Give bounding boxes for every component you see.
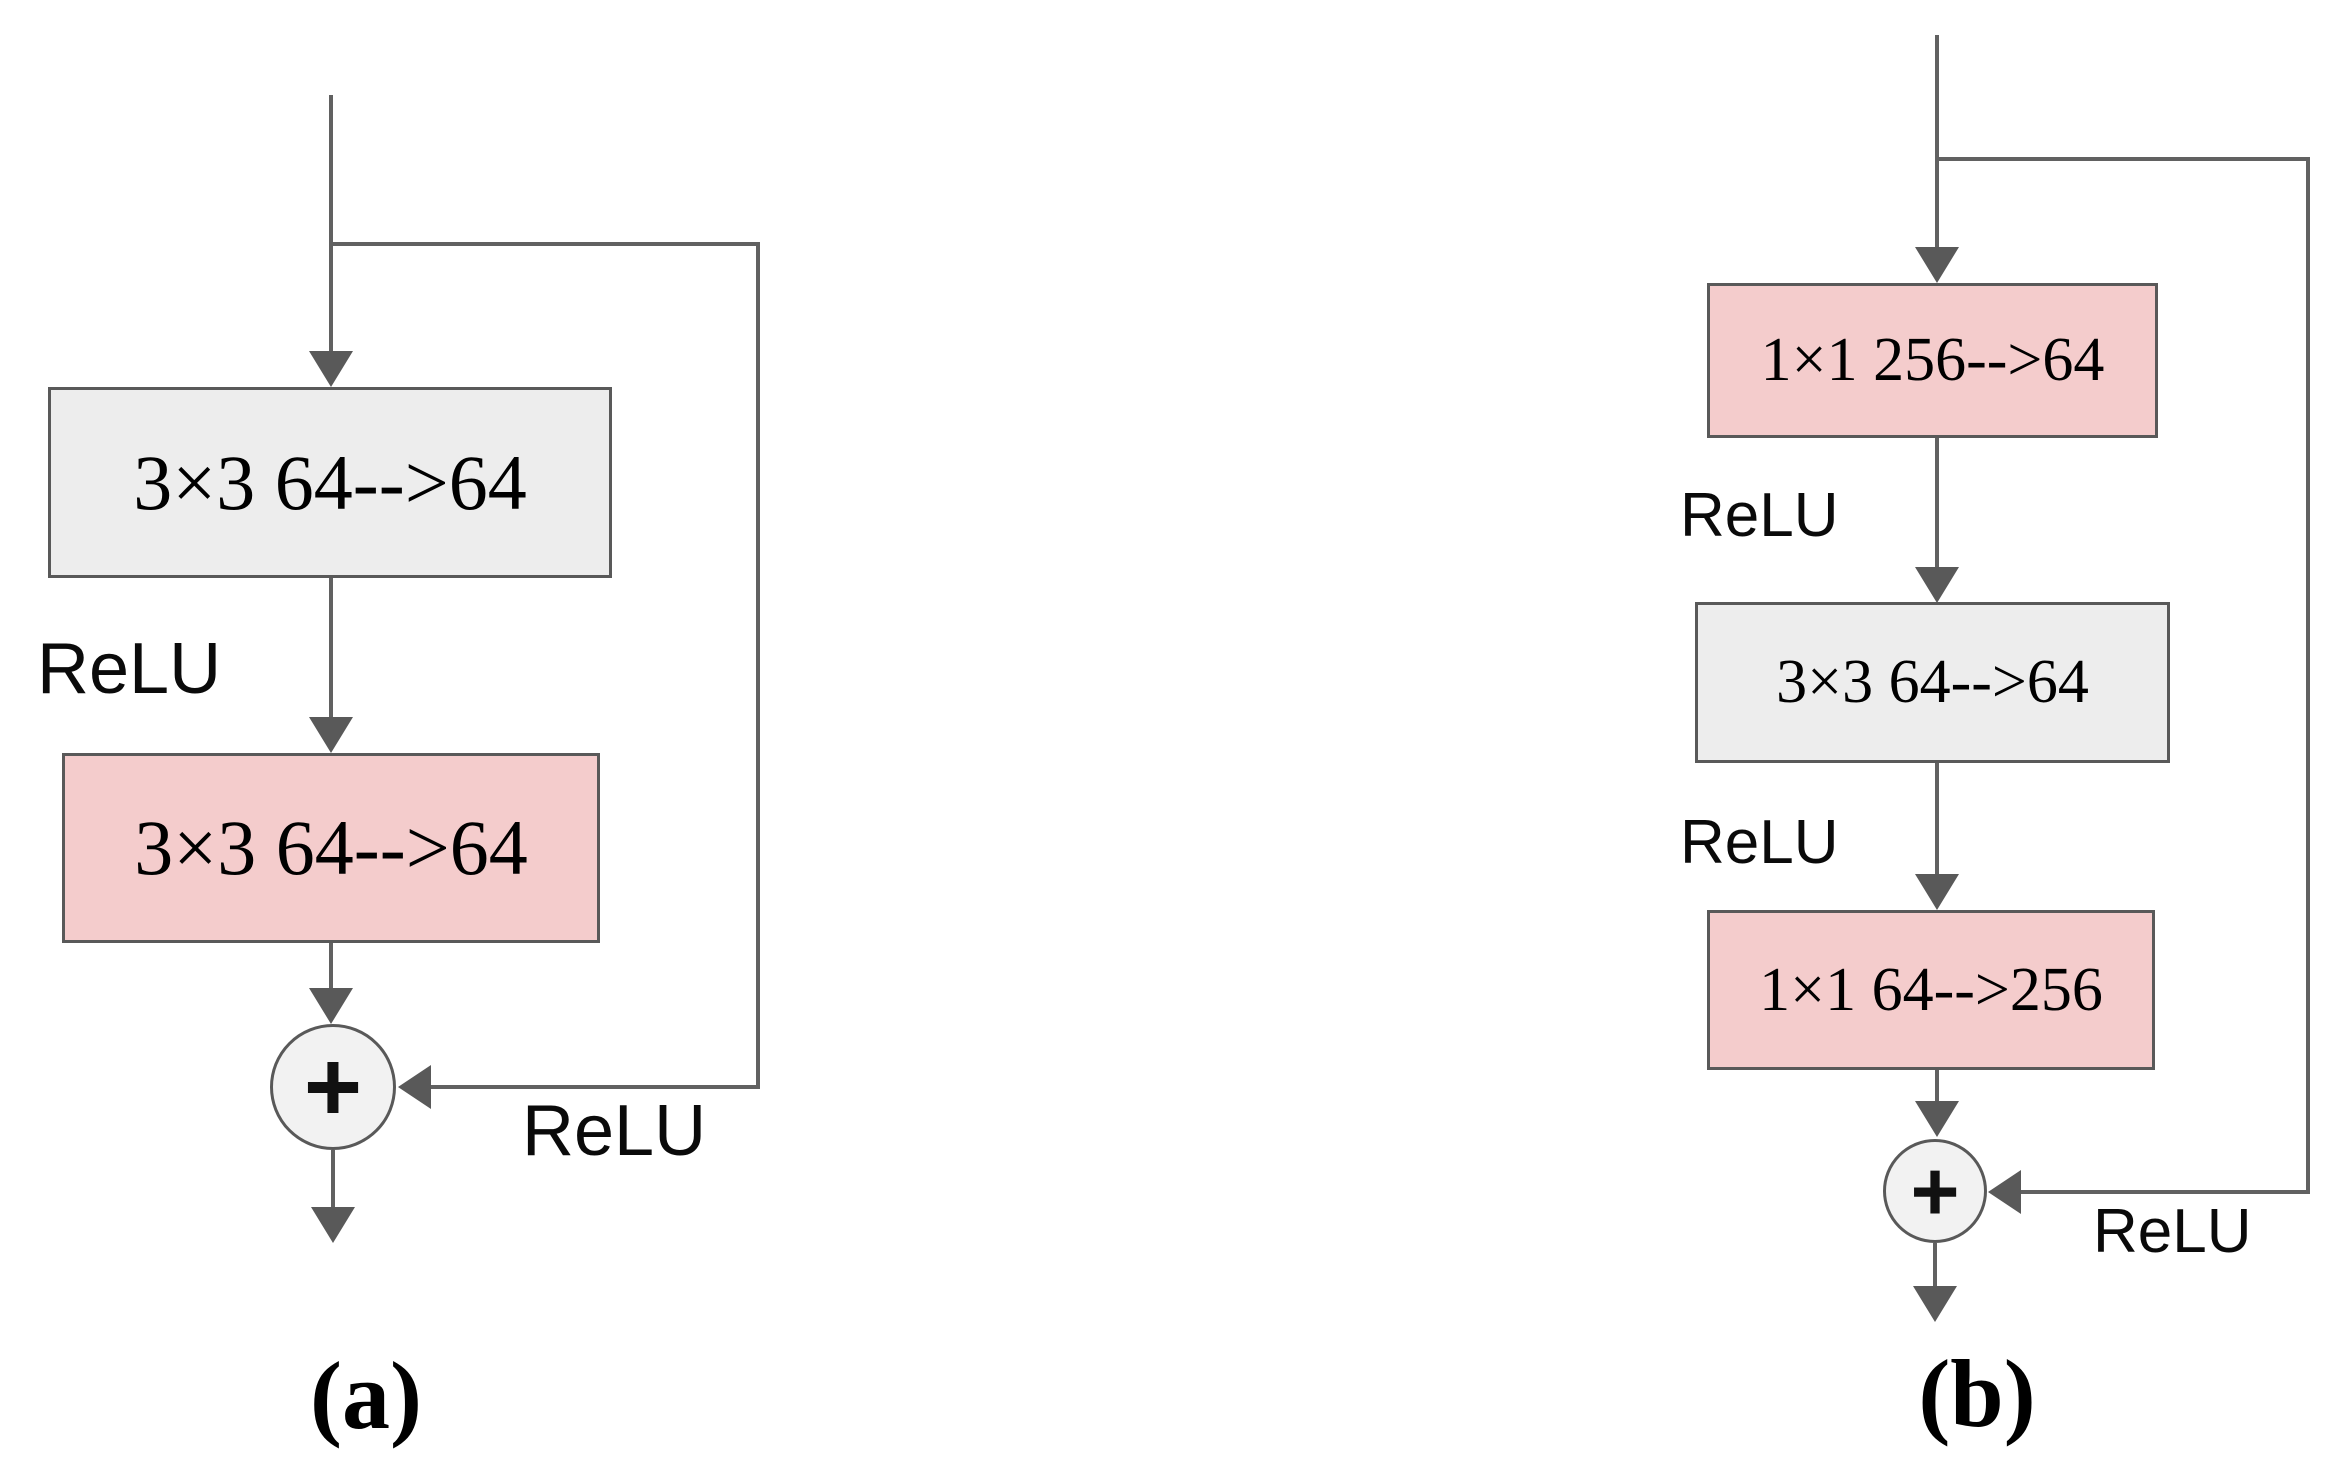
b-conv-block-3: 1×1 64-->256 bbox=[1707, 910, 2155, 1070]
b-skip-vertical-line bbox=[2306, 157, 2310, 1194]
b-connector-line-2 bbox=[1935, 763, 1939, 875]
b-relu-label-3: ReLU bbox=[2093, 1197, 2252, 1266]
a-plus-icon: + bbox=[303, 1030, 363, 1143]
b-output-line bbox=[1933, 1243, 1937, 1287]
b-conv-block-3-label: 1×1 64-->256 bbox=[1759, 956, 2103, 1024]
b-input-arrowhead-icon bbox=[1915, 247, 1959, 283]
a-output-arrowhead-icon bbox=[311, 1207, 355, 1243]
b-relu-label-2: ReLU bbox=[1680, 808, 1839, 877]
a-conv-block-1-label: 3×3 64-->64 bbox=[133, 439, 527, 526]
a-relu-label-2: ReLU bbox=[522, 1091, 707, 1171]
a-connector-arrowhead-2-icon bbox=[309, 988, 353, 1024]
b-plus-icon: + bbox=[1910, 1143, 1960, 1238]
b-connector-line-3 bbox=[1935, 1070, 1939, 1102]
a-conv-block-2-label: 3×3 64-->64 bbox=[134, 804, 528, 891]
b-conv-block-1-label: 1×1 256-->64 bbox=[1760, 326, 2105, 394]
b-input-line bbox=[1935, 35, 1939, 248]
b-connector-arrowhead-3-icon bbox=[1915, 1101, 1959, 1137]
b-conv-block-2-label: 3×3 64-->64 bbox=[1776, 648, 2089, 716]
a-input-line bbox=[329, 95, 333, 352]
a-skip-branch-line bbox=[331, 242, 758, 246]
b-output-arrowhead-icon bbox=[1913, 1286, 1957, 1322]
b-conv-block-1: 1×1 256-->64 bbox=[1707, 283, 2158, 438]
a-output-line bbox=[331, 1150, 335, 1208]
a-conv-block-1: 3×3 64-->64 bbox=[48, 387, 612, 578]
b-caption: (b) bbox=[1918, 1340, 2036, 1447]
b-conv-block-2: 3×3 64-->64 bbox=[1695, 602, 2170, 763]
a-input-arrowhead-icon bbox=[309, 351, 353, 387]
a-connector-arrowhead-1-icon bbox=[309, 717, 353, 753]
b-skip-arrowhead-icon bbox=[1988, 1170, 2021, 1214]
b-connector-arrowhead-2-icon bbox=[1915, 874, 1959, 910]
b-connector-arrowhead-1-icon bbox=[1915, 567, 1959, 603]
a-add-node: + bbox=[270, 1024, 396, 1150]
a-conv-block-2: 3×3 64-->64 bbox=[62, 753, 600, 943]
b-skip-return-line bbox=[2020, 1190, 2310, 1194]
b-add-node: + bbox=[1883, 1139, 1987, 1243]
b-skip-branch-line bbox=[1937, 157, 2310, 161]
a-skip-arrowhead-icon bbox=[398, 1065, 431, 1109]
a-connector-line-2 bbox=[329, 943, 333, 989]
a-connector-line-1 bbox=[329, 578, 333, 718]
a-skip-vertical-line bbox=[756, 242, 760, 1089]
b-relu-label-1: ReLU bbox=[1680, 481, 1839, 550]
b-connector-line-1 bbox=[1935, 438, 1939, 568]
a-relu-label-1: ReLU bbox=[37, 629, 222, 709]
a-skip-return-line bbox=[430, 1085, 758, 1089]
a-caption: (a) bbox=[310, 1342, 422, 1449]
